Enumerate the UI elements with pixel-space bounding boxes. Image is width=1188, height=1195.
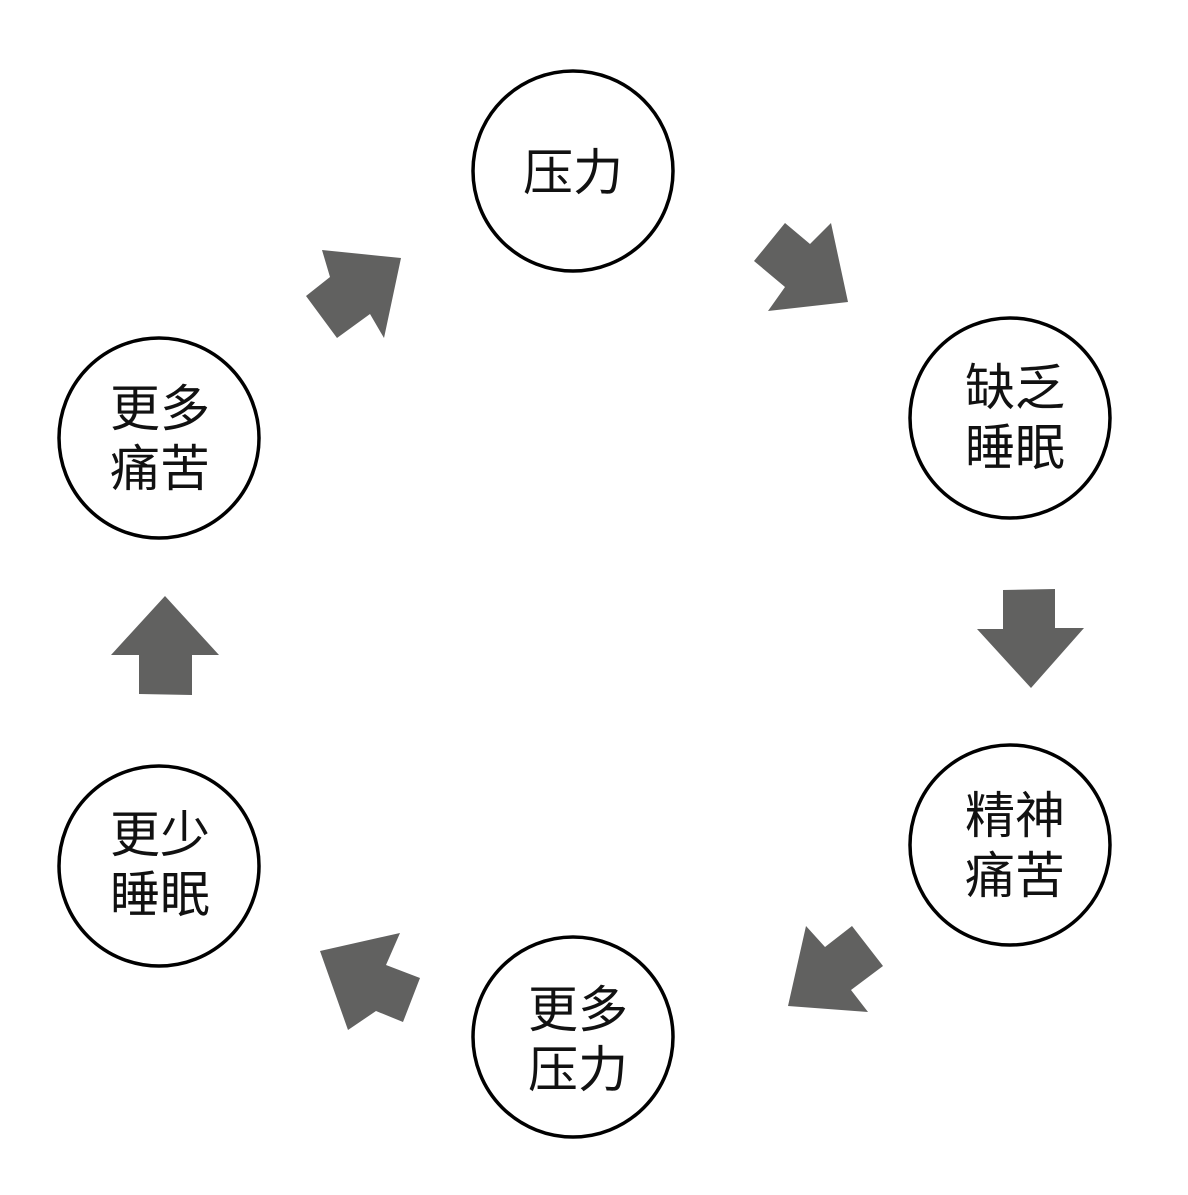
node-less-sleep-line1: 更少 (110, 806, 210, 864)
node-stress-label: 压力 (523, 144, 623, 202)
arrow-lack-of-sleep-to-mental-distress (977, 589, 1084, 688)
arrow-more-distress-to-stress (306, 250, 401, 338)
node-less-sleep-line2: 睡眠 (110, 866, 210, 924)
node-more-distress-line2: 痛苦 (110, 440, 210, 498)
arrow-mental-distress-to-more-stress (788, 926, 883, 1012)
node-less-sleep: 更少 睡眠 (57, 764, 261, 968)
node-more-distress: 更多 痛苦 (57, 336, 261, 540)
node-more-stress: 更多 压力 (471, 935, 675, 1139)
node-mental-distress: 精神 痛苦 (908, 743, 1112, 947)
node-lack-of-sleep-line1: 缺乏 (965, 359, 1065, 417)
node-more-distress-line1: 更多 (110, 380, 210, 438)
node-lack-of-sleep-line2: 睡眠 (965, 419, 1065, 477)
node-mental-distress-line1: 精神 (965, 787, 1065, 845)
node-mental-distress-line2: 痛苦 (965, 847, 1065, 905)
arrow-stress-to-lack-of-sleep (754, 223, 848, 311)
arrow-more-stress-to-less-sleep (320, 933, 420, 1030)
node-more-stress-line2: 压力 (528, 1041, 628, 1099)
node-more-stress-line1: 更多 (528, 981, 628, 1039)
node-lack-of-sleep: 缺乏 睡眠 (908, 316, 1112, 520)
node-stress: 压力 (471, 69, 675, 273)
arrow-less-sleep-to-more-distress (111, 596, 219, 695)
